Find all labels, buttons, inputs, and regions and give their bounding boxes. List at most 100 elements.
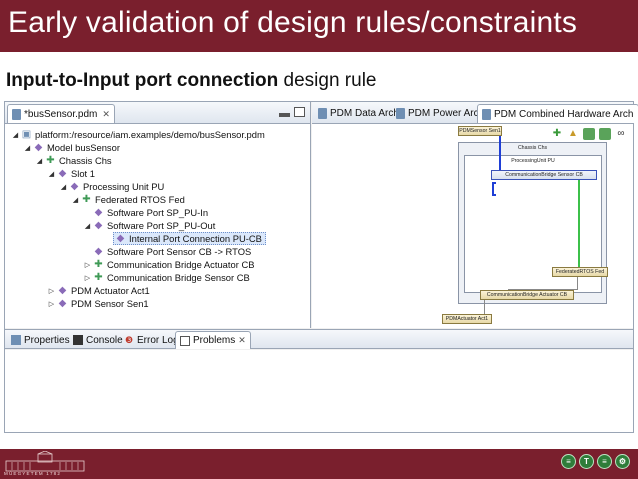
sensor-icon: ◆: [58, 297, 67, 309]
tree-item-bridge-sensor[interactable]: ▷✚ Communication Bridge Sensor CB: [83, 271, 250, 284]
tree-item-port-in[interactable]: ◆ Software Port SP_PU-In: [83, 206, 208, 219]
ftsrg-icon: T: [579, 454, 594, 469]
ftsrg-icon: ⚙: [615, 454, 630, 469]
expand-open-icon[interactable]: ◢: [84, 222, 91, 230]
connection-icon: ◆: [116, 232, 125, 244]
bridge-sensor-box[interactable]: CommunicationBridge Sensor CB: [491, 170, 597, 180]
binoculars-icon[interactable]: ∞: [617, 128, 625, 139]
tab-data-arch[interactable]: PDM Data Arch: [314, 104, 403, 123]
tab-error-log[interactable]: ❸ Error Log: [120, 331, 183, 349]
bridge-actuator-line: [508, 277, 578, 290]
tree-item-port-out[interactable]: ◢◆ Software Port SP_PU-Out: [83, 219, 216, 232]
tab-problems-label: Problems: [193, 335, 236, 346]
maximize-icon[interactable]: [294, 107, 305, 117]
problems-icon: [180, 335, 190, 346]
tree-item-label: Software Port SP_PU-In: [107, 207, 209, 218]
bridge-icon: ✚: [94, 258, 103, 270]
sensor-box[interactable]: PDMSensor Sen1: [458, 126, 502, 136]
views-tabbar: Properties Console ❸ Error Log Problems …: [5, 329, 633, 349]
editor-tabbar: *busSensor.pdm ✕: [5, 102, 310, 124]
tree-item-label: Model busSensor: [47, 142, 120, 153]
tree-item-port-sensor[interactable]: ◆ Software Port Sensor CB -> RTOS: [83, 245, 252, 258]
add-icon[interactable]: ✚: [552, 128, 562, 139]
close-icon[interactable]: ✕: [102, 108, 110, 119]
tree-item-bridge-actuator[interactable]: ▷✚Communication Bridge Actuator CB: [83, 258, 255, 271]
rtos-box[interactable]: FederatedRTOS Fed: [552, 267, 608, 277]
port-icon: ◆: [94, 206, 103, 218]
tab-combined-arch-label: PDM Combined Hardware Arch: [494, 108, 634, 120]
tab-data-arch-label: PDM Data Arch: [330, 108, 399, 119]
bridge-icon: ✚: [94, 271, 103, 283]
tree-item-sensor[interactable]: ▷◆PDM Sensor Sen1: [47, 297, 149, 310]
diagram-tabbar: PDM Data Arch PDM Power Arch PDM Combine…: [312, 102, 638, 124]
tab-problems[interactable]: Problems ✕: [175, 331, 251, 349]
file-icon: [12, 108, 21, 120]
port-icon: ◆: [94, 245, 103, 257]
actuator-label: PDMActuator Act1: [445, 316, 489, 322]
expand-open-icon[interactable]: ◢: [60, 183, 67, 191]
tree-item-internal-connection[interactable]: ◆ Internal Port Connection PU-CB: [113, 232, 266, 245]
internal-connection-line: [492, 182, 496, 196]
expand-closed-icon[interactable]: ▷: [48, 287, 55, 295]
expand-open-icon[interactable]: ◢: [36, 157, 43, 165]
tree-item-label: Internal Port Connection PU-CB: [129, 233, 262, 244]
tab-console-label: Console: [86, 334, 123, 346]
model-icon: ◆: [34, 141, 43, 153]
footer-logo-text: MŰEGYETEM 1782: [4, 471, 62, 476]
tab-console[interactable]: Console: [69, 331, 127, 349]
tab-bussensor-label: *busSensor.pdm: [24, 108, 98, 120]
bridge-sensor-label: CommunicationBridge Sensor CB: [505, 172, 583, 178]
expand-open-icon[interactable]: ◢: [12, 131, 19, 139]
tree-item-actuator[interactable]: ▷◆PDM Actuator Act1: [47, 284, 150, 297]
diagram-icon: [396, 108, 405, 119]
lock-icon[interactable]: ▲: [568, 128, 578, 139]
expand-closed-icon[interactable]: ▷: [84, 274, 91, 282]
bridge-actuator-label: CommunicationBridge Actuator CB: [486, 292, 568, 298]
slide-title: Early validation of design rules/constra…: [8, 6, 578, 39]
rtos-label: FederatedRTOS Fed: [555, 269, 605, 275]
sensor-label: PDMSensor Sen1: [459, 128, 501, 134]
tab-power-arch[interactable]: PDM Power Arch: [392, 104, 488, 123]
expand-closed-icon[interactable]: ▷: [48, 300, 55, 308]
pu-label: ProcessingUnit PU: [511, 158, 555, 164]
layout-icon[interactable]: [583, 128, 595, 140]
architecture-diagram: Chassis Chs ProcessingUnit PU Communicat…: [312, 124, 633, 328]
tab-properties[interactable]: Properties: [7, 331, 74, 349]
tab-properties-label: Properties: [24, 334, 70, 346]
resource-icon: ▣: [21, 128, 32, 140]
expand-closed-icon[interactable]: ▷: [84, 261, 91, 269]
actuator-icon: ◆: [58, 284, 67, 296]
bridge-actuator-box[interactable]: CommunicationBridge Actuator CB: [480, 290, 574, 300]
tree-item-processing-unit[interactable]: ◢◆Processing Unit PU: [59, 180, 164, 193]
tree-item-model[interactable]: ◢◆ Model busSensor: [23, 141, 120, 154]
tree-item-rtos[interactable]: ◢✚Federated RTOS Fed: [71, 193, 185, 206]
tree-item-chassis[interactable]: ◢✚Chassis Chs: [35, 154, 112, 167]
port-icon: ◆: [94, 219, 103, 231]
expand-open-icon[interactable]: ◢: [24, 144, 31, 152]
actuator-box[interactable]: PDMActuator Act1: [442, 314, 492, 324]
tree-item-resource[interactable]: ◢▣platform:/resource/iam.examples/demo/b…: [11, 128, 265, 141]
arrange-icon[interactable]: [599, 128, 611, 140]
diagram-icon: [482, 108, 491, 120]
tree-item-label: Communication Bridge Sensor CB: [107, 272, 250, 283]
expand-open-icon[interactable]: ◢: [72, 196, 79, 204]
minimize-icon[interactable]: [279, 113, 290, 117]
actuator-connection-line: [484, 300, 485, 314]
slot-icon: ◆: [58, 167, 67, 179]
tree-item-label: Software Port Sensor CB -> RTOS: [107, 246, 252, 257]
sensor-connection-line: [499, 136, 501, 170]
ftsrg-icon: ≡: [561, 454, 576, 469]
footer-icons: ≡ T ≡ ⚙: [561, 454, 630, 469]
close-icon[interactable]: ✕: [238, 335, 246, 345]
expand-open-icon[interactable]: ◢: [48, 170, 55, 178]
university-building-logo: [5, 451, 85, 472]
tree-item-label: Software Port SP_PU-Out: [107, 220, 216, 231]
tab-combined-arch[interactable]: PDM Combined Hardware Arch: [477, 104, 638, 123]
tree-item-slot[interactable]: ◢◆ Slot 1: [47, 167, 95, 180]
tree-item-label: Slot 1: [71, 168, 95, 179]
rtos-connection-line: [578, 180, 580, 267]
properties-icon: [11, 335, 21, 345]
chassis-icon: ✚: [46, 154, 55, 166]
tab-bussensor[interactable]: *busSensor.pdm ✕: [7, 104, 115, 123]
